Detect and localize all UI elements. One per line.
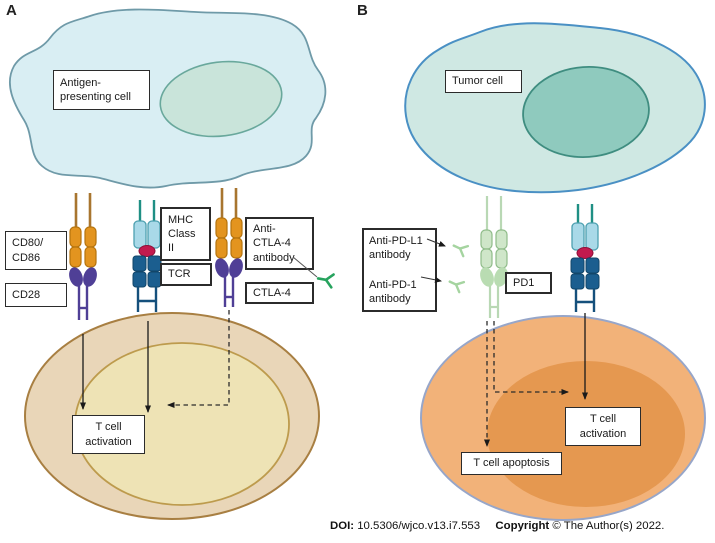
anti-pd-1-antibody-label: Anti-PD-1 antibody: [369, 278, 417, 305]
pd1-inhibition-dashed-arrow: [493, 321, 569, 395]
anti-ctla4-antibody-label: Anti- CTLA-4 antibody: [245, 217, 314, 270]
copyright-value: © The Author(s) 2022.: [552, 520, 665, 532]
t-cell-activation-label-b: T cell activation: [565, 407, 641, 446]
mhc-class-ii-label: MHC Class II: [160, 207, 211, 261]
cd80-cd86-ligand-2: [215, 188, 243, 259]
cd28-receptor: [69, 267, 97, 320]
tcr-receptor: [132, 255, 162, 312]
panel-b-letter: B: [357, 2, 368, 19]
footer-citation: DOI: 10.5306/wjco.v13.i7.553 Copyright ©…: [330, 520, 712, 532]
tumor-cell-label: Tumor cell: [445, 70, 522, 93]
antigen-peptide-b: [576, 247, 594, 259]
pd1-receptor: [480, 267, 508, 318]
antigen-peptide: [138, 245, 156, 257]
cd80-cd86-label: CD80/ CD86: [5, 231, 67, 270]
doi-value: 10.5306/wjco.v13.i7.553: [357, 520, 481, 532]
anti-pd-antibodies-box: Anti-PD-L1 antibody Anti-PD-1 antibody: [362, 228, 437, 312]
mhc-molecule-b: [571, 204, 599, 259]
ctla4-receptor: [215, 258, 243, 307]
mhc-class-ii-molecule: [133, 200, 161, 257]
copyright-label: Copyright: [495, 520, 550, 532]
t-cell-apoptosis-label: T cell apoptosis: [461, 452, 562, 475]
tcr-receptor-b: [570, 257, 600, 312]
cd80-cd86-ligand: [69, 193, 97, 268]
apc-nucleus: [159, 60, 283, 138]
t-cell-activation-label-a: T cell activation: [72, 415, 145, 454]
panel-a-letter: A: [6, 2, 17, 19]
pd1-label: PD1: [505, 272, 552, 294]
pd-l1-ligand: [480, 196, 508, 269]
ctla4-label: CTLA-4: [245, 282, 314, 304]
apc-label: Antigen- presenting cell: [53, 70, 150, 110]
cd28-label: CD28: [5, 283, 67, 307]
doi-label: DOI:: [330, 520, 355, 532]
tcr-label: TCR: [160, 263, 212, 286]
anti-pd-l1-antibody-label: Anti-PD-L1 antibody: [369, 235, 423, 262]
tumor-nucleus: [522, 65, 650, 159]
